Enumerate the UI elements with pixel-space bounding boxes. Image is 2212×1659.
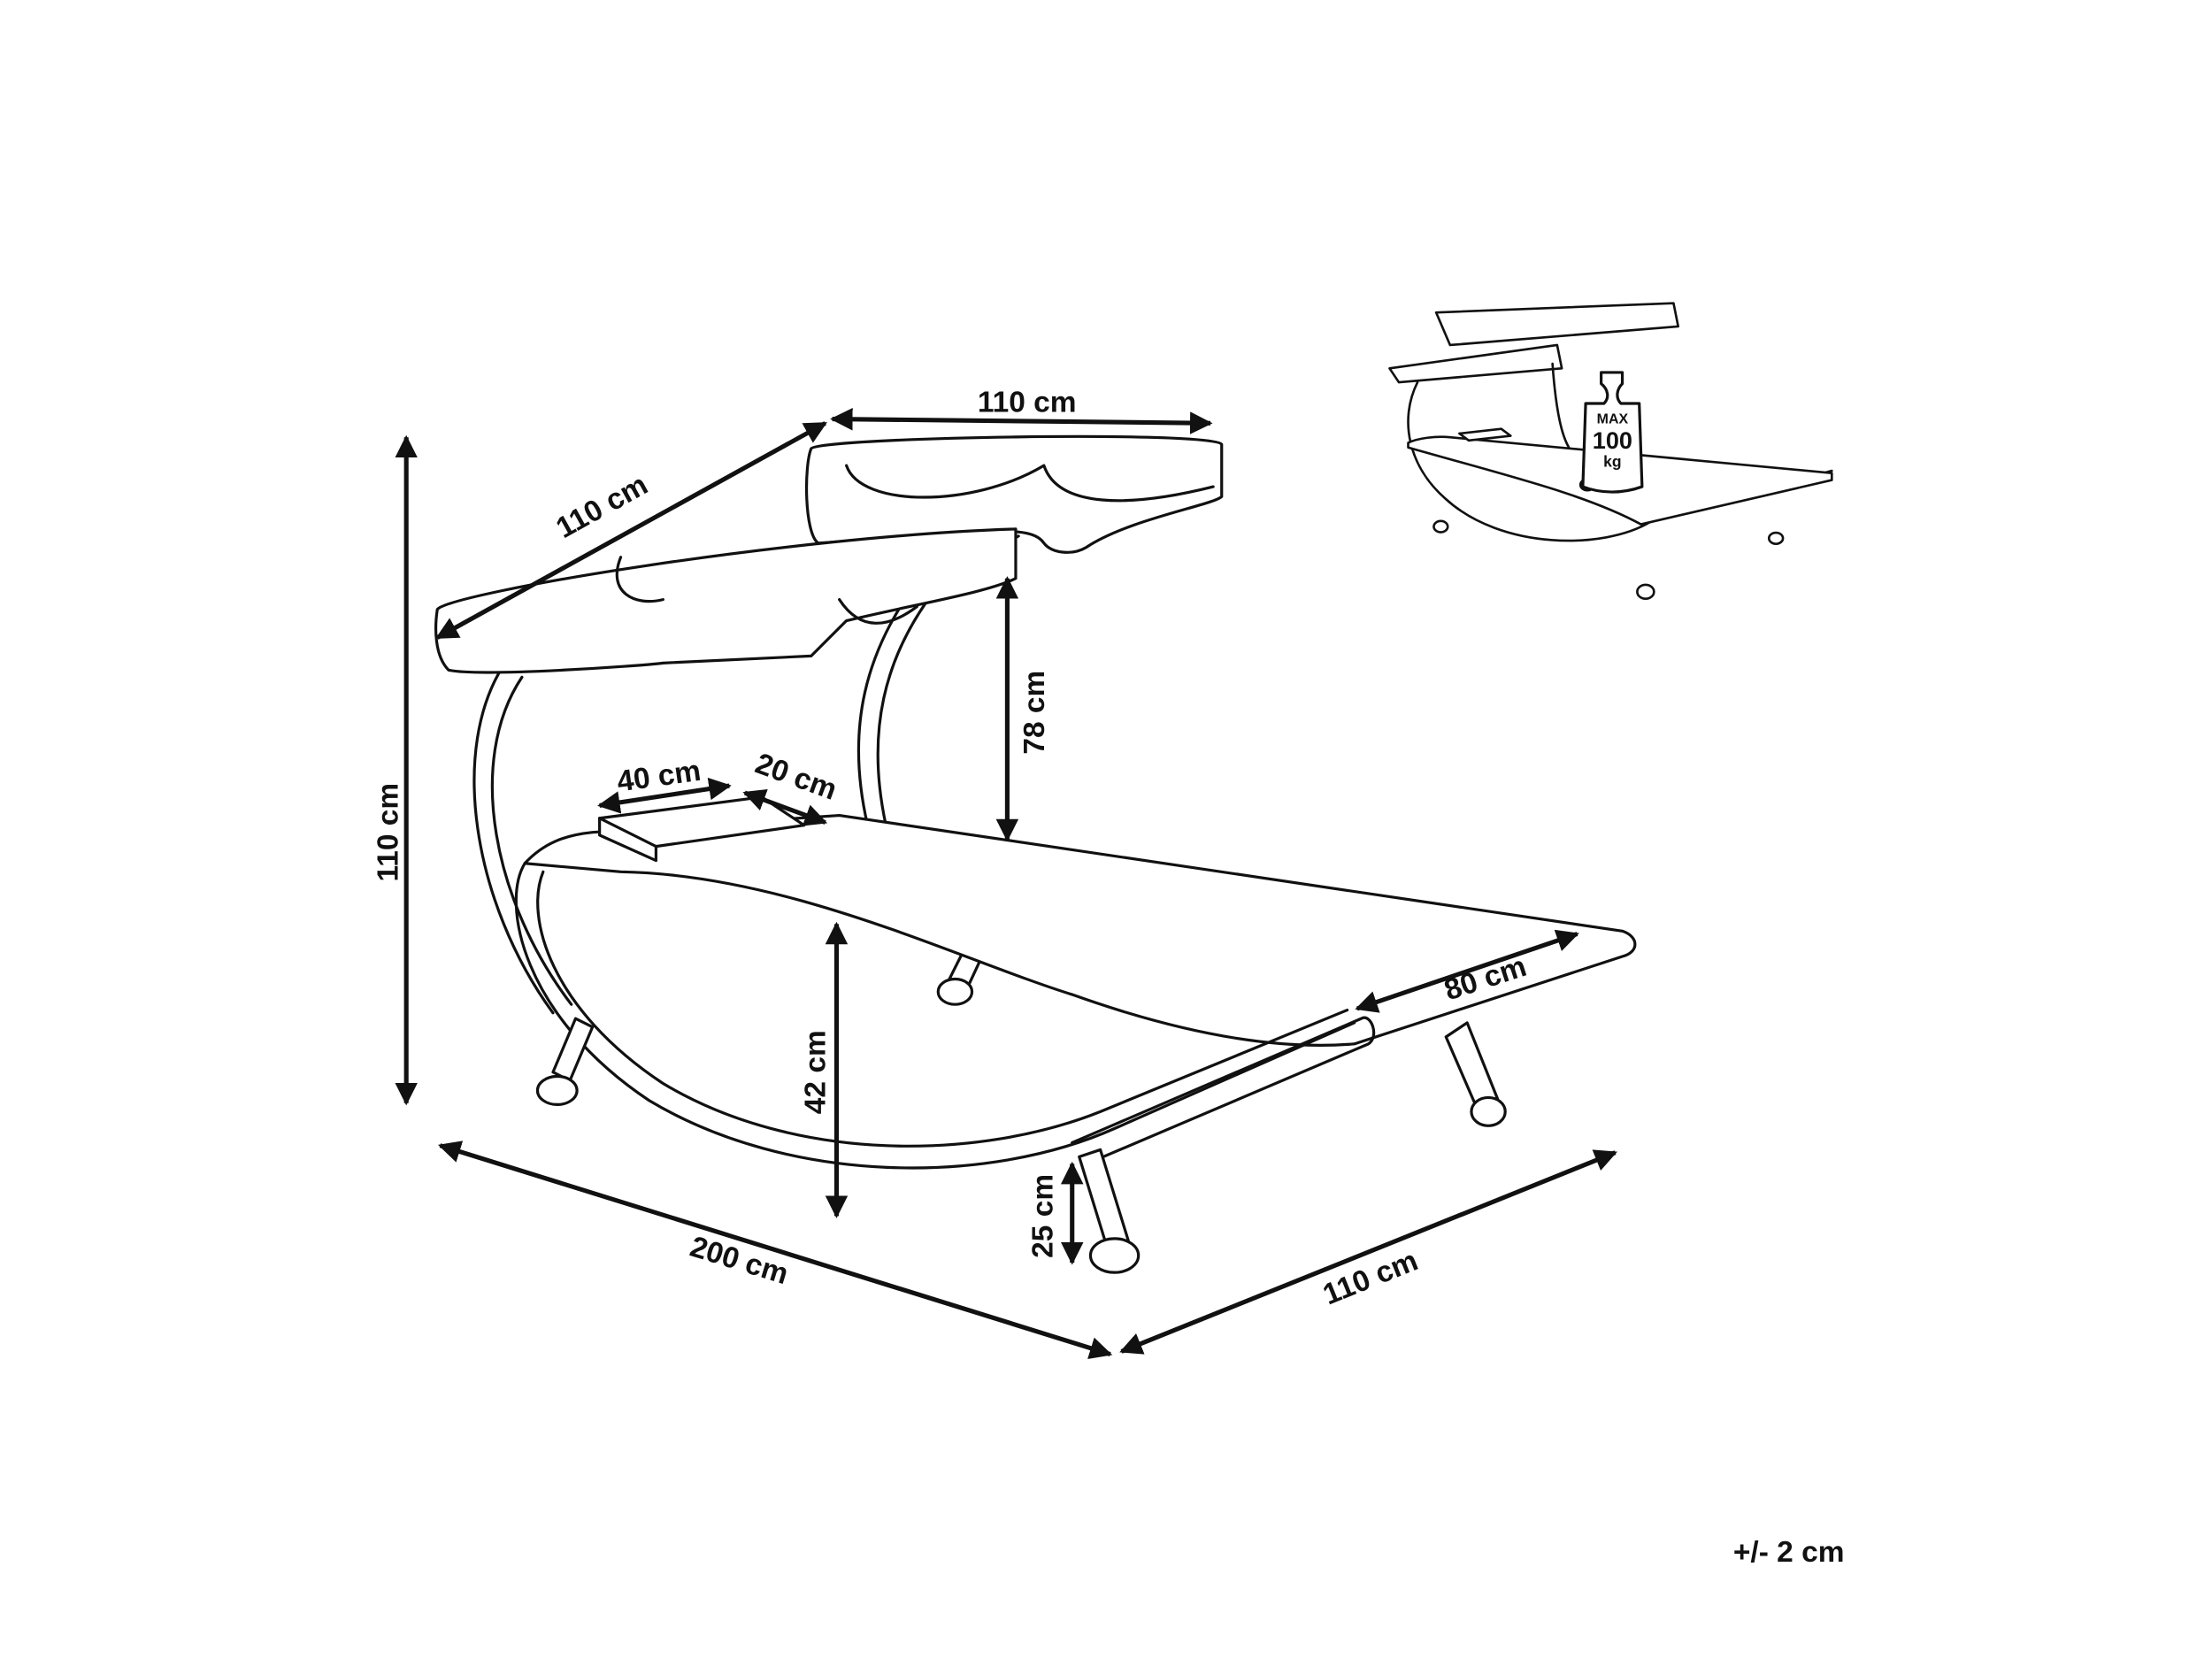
max-load-value: 100 [1593, 426, 1632, 454]
dimension-lines [395, 408, 1617, 1359]
dim-width: 110 cm [1318, 1244, 1422, 1311]
dim-canopy-width: 110 cm [978, 387, 1077, 419]
tolerance-note: +/- 2 cm [1733, 1536, 1845, 1569]
dim-seat-height: 42 cm [800, 1030, 833, 1114]
max-load-label: MAX [1597, 411, 1629, 426]
dim-leg-height: 25 cm [1026, 1174, 1059, 1258]
max-load-unit: kg [1603, 453, 1621, 471]
dim-total-height: 110 cm [373, 783, 405, 882]
dim-canopy-depth: 110 cm [551, 469, 654, 546]
dim-canopy-clearance: 78 cm [1018, 671, 1051, 755]
max-load-weight-icon: MAX 100 kg [1581, 371, 1644, 494]
lounger-drawing [434, 434, 1637, 1274]
